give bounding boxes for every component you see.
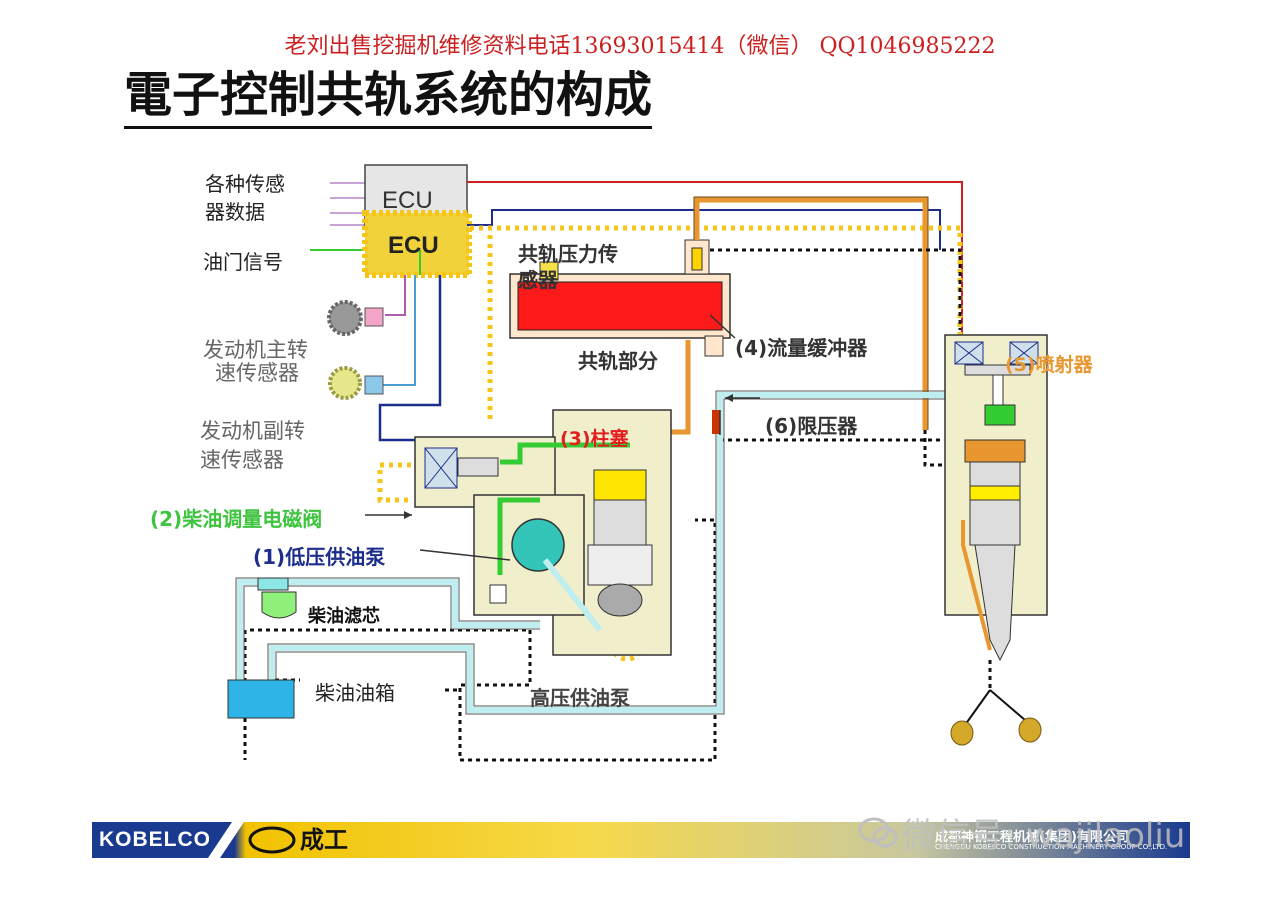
throttle-signal-label: 油门信号 — [203, 250, 283, 274]
main-speed-gear — [327, 300, 363, 336]
ecu-box-secondary — [362, 210, 472, 278]
injector-label: (5)喷射器 — [1005, 354, 1093, 376]
solenoid-valve-label: (2)柴油调量电磁阀 — [150, 507, 323, 531]
rail-pressure-sensor-label-line1: 共轨压力传 — [518, 242, 618, 266]
header-ad-text: 老刘出售挖掘机维修资料电话13693015414（微信） QQ104698522… — [284, 34, 996, 59]
sub-speed-sensor-icon — [364, 375, 384, 395]
fuel-tank-icon — [227, 679, 295, 719]
fuel-filter-icon — [261, 591, 297, 619]
rail-pressure-sensor-label-line2: 感器 — [518, 268, 558, 292]
ecu-label-secondary: ECU — [388, 232, 439, 259]
footer-bar — [92, 822, 1190, 858]
main-speed-sensor-label-line1: 发动机主转 — [203, 338, 308, 362]
solenoid-fuel-lines — [497, 442, 630, 575]
sub-speed-sensor-label-line2: 速传感器 — [200, 448, 284, 472]
ecu-valve-line — [378, 275, 442, 442]
sensor-lines — [330, 182, 365, 226]
rail-pressure-sensor-icon — [539, 261, 559, 281]
page-title: 電子控制共轨系统的构成 — [124, 66, 653, 129]
chenggong-brand: 成工 — [300, 826, 348, 854]
ecu-label-primary: ECU — [382, 187, 433, 214]
chenggong-logo-icon — [248, 826, 296, 854]
high-pressure-pump-label: 高压供油泵 — [530, 686, 630, 710]
sensor-data-label-line2: 器数据 — [205, 200, 265, 224]
pressure-limiter-label: (6)限压器 — [765, 414, 858, 438]
company-name-cn: 成都神钢工程机械(集团)有限公司 — [935, 830, 1129, 845]
sub-speed-sensor-label-line1: 发动机副转 — [200, 419, 305, 443]
injector-nozzle — [974, 544, 1016, 662]
company-name-en: CHENGDU KOBELCO CONSTRUCTION MACHINERY G… — [935, 843, 1168, 851]
sub-speed-gear — [328, 366, 362, 400]
flow-damper-label: (4)流量缓冲器 — [735, 336, 868, 360]
sensor-data-label-line1: 各种传感 — [205, 172, 285, 196]
high-pressure-outline — [693, 196, 929, 430]
low-pressure-pump-rotor — [511, 518, 565, 572]
pump-cam — [597, 583, 643, 617]
main-speed-sensor-label-line2: 速传感器 — [215, 361, 299, 385]
low-pressure-outlines — [235, 390, 955, 715]
wechat-watermark: 微信号: wajilaoliu — [902, 816, 1186, 856]
common-rail — [517, 281, 723, 331]
low-pressure-lines — [237, 392, 955, 713]
wechat-icon — [858, 817, 898, 848]
kobelco-logo: KOBELCO — [99, 828, 211, 851]
plunger-label: (3)柱塞 — [560, 428, 629, 450]
common-rail-label: 共轨部分 — [578, 349, 658, 373]
main-speed-sensor-icon — [364, 307, 384, 327]
spray-drop-right — [1018, 717, 1042, 743]
spray-drop-left — [950, 720, 974, 746]
low-pressure-pump-label: (1)低压供油泵 — [253, 545, 386, 569]
fuel-tank-label: 柴油油箱 — [315, 681, 395, 705]
fuel-filter-label: 柴油滤芯 — [308, 606, 380, 627]
